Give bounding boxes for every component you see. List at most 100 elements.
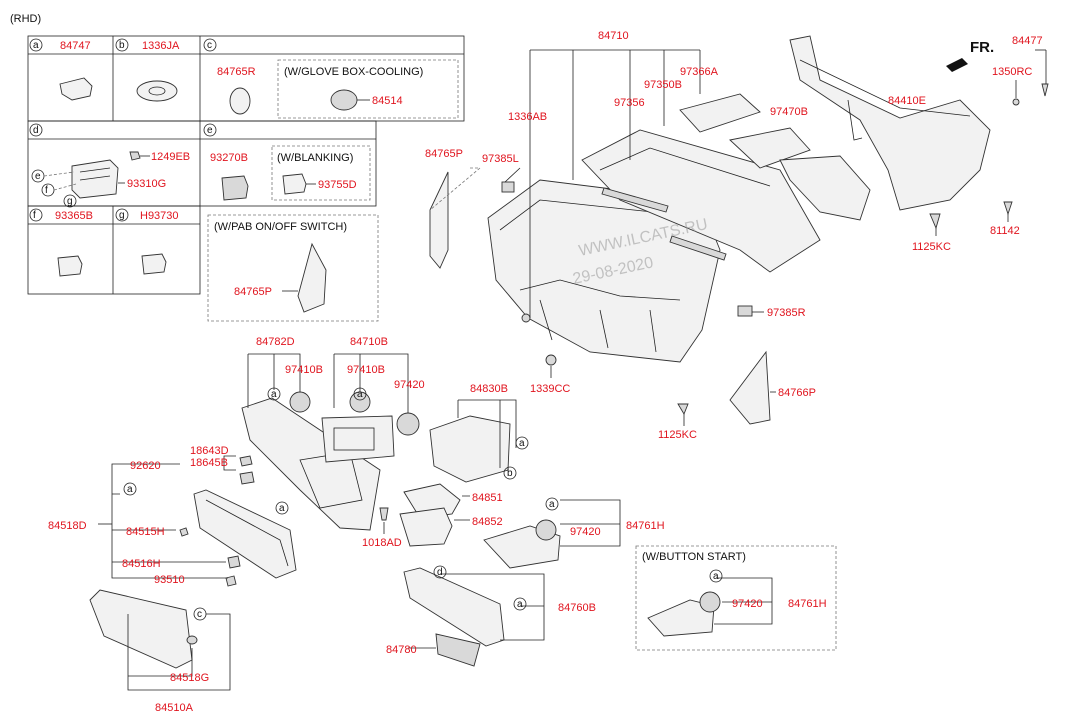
label-97356: 97356 <box>614 97 645 109</box>
label-97350B: 97350B <box>644 79 682 91</box>
part-84765P-pab: 84765P <box>234 286 272 298</box>
duct-right-shape <box>779 155 871 221</box>
option-button-start: (W/BUTTON START) <box>642 551 746 563</box>
cross-bar-shape <box>789 35 991 211</box>
label-93510: 93510 <box>154 574 185 586</box>
callout-a-8: a <box>713 571 719 582</box>
label-84766P: 84766P <box>778 387 816 399</box>
glove-box-84510A-shape <box>89 589 193 669</box>
label-1350RC: 1350RC <box>992 66 1032 78</box>
grommet-1339CC-shape <box>545 354 557 366</box>
part-84514: 84514 <box>372 95 403 107</box>
label-84830B: 84830B <box>470 383 508 395</box>
front-arrow-icon <box>946 58 968 72</box>
label-1336AB: 1336AB <box>508 111 547 123</box>
label-1125KC-a: 1125KC <box>912 241 951 253</box>
label-97420-a: 97420 <box>394 379 425 391</box>
cover-84765P-small-shape <box>297 242 327 313</box>
vent-97420-a-shape <box>396 412 420 436</box>
label-18645B: 18645B <box>190 457 228 469</box>
fascia-84782D-shape <box>241 397 381 531</box>
variant-label: (RHD) <box>10 13 41 25</box>
label-84780: 84780 <box>386 644 417 656</box>
part-H93730: H93730 <box>140 210 179 222</box>
label-84516H: 84516H <box>122 558 161 570</box>
sub-letter-f: f <box>45 185 48 196</box>
cell-letter-a: a <box>33 40 39 51</box>
cap-84765R-shape <box>229 87 251 115</box>
callout-a-7: a <box>517 599 523 610</box>
bezel-84761H-b-shape <box>647 599 715 637</box>
screw-1018AD-shape <box>379 507 389 521</box>
label-84518D: 84518D <box>48 520 87 532</box>
bolt-1125KC-a-shape <box>929 213 941 230</box>
label-84710: 84710 <box>598 30 629 42</box>
valve-84514-shape <box>330 89 358 111</box>
label-97385L: 97385L <box>482 153 519 165</box>
label-84851: 84851 <box>472 492 503 504</box>
label-84782D: 84782D <box>256 336 295 348</box>
screw-1249EB-shape <box>129 151 141 161</box>
cell-letter-b: b <box>119 40 125 51</box>
cell-letter-g: g <box>119 210 125 221</box>
main-dashboard-assembly <box>429 83 1049 425</box>
vent-97420-b-shape <box>535 519 557 541</box>
label-97366A: 97366A <box>680 66 719 78</box>
vent-97385R-shape <box>737 305 753 317</box>
label-18643D: 18643D <box>190 445 229 457</box>
duct-97470B-shape <box>729 127 811 169</box>
lower-assemblies <box>89 391 837 669</box>
label-81142: 81142 <box>990 225 1020 237</box>
callout-a-5: a <box>279 503 285 514</box>
callout-d-1: d <box>437 567 443 578</box>
panel-84760B-shape <box>403 567 505 647</box>
label-84477: 84477 <box>1012 35 1043 47</box>
part-84747: 84747 <box>60 40 91 52</box>
label-84761H-b: 84761H <box>788 598 827 610</box>
cover-84766P-shape <box>729 350 771 425</box>
front-label: FR. <box>970 39 994 56</box>
duct-97366A-shape <box>679 93 761 133</box>
label-84852: 84852 <box>472 516 503 528</box>
nozzle-2-shape <box>669 235 727 261</box>
bolt-84477-shape <box>1041 83 1049 97</box>
housing-84518D-shape <box>193 489 297 579</box>
callout-a-4: a <box>127 484 133 495</box>
label-84410E: 84410E <box>888 95 926 107</box>
nozzle-97356-shape <box>601 187 669 213</box>
front-direction-indicator: FR. <box>946 39 994 72</box>
vent-97385L-shape <box>501 181 515 193</box>
leader-lines-main <box>429 49 1047 426</box>
pad-84830B-shape <box>429 415 511 483</box>
clip-84515H-shape <box>179 527 189 537</box>
label-97410B-b: 97410B <box>347 364 385 376</box>
part-1336JA: 1336JA <box>142 40 180 52</box>
cell-letter-c: c <box>207 40 212 51</box>
center-panel-84710B-shape <box>321 415 395 463</box>
label-97420-b: 97420 <box>570 526 601 538</box>
callout-c-1: c <box>197 609 202 620</box>
label-84510A: 84510A <box>155 702 194 714</box>
callout-a-1: a <box>271 389 277 400</box>
grommet-84518G-shape <box>186 635 198 645</box>
blank-H93730-shape <box>141 253 167 275</box>
label-84710B: 84710B <box>350 336 388 348</box>
legend-table: a 84747 b 1336JA c 84765R (W/GLOVE BOX-C… <box>27 35 465 322</box>
bolt-1125KC-b-shape <box>677 403 689 416</box>
nut-1350RC-shape <box>1012 98 1020 106</box>
label-84761H-a: 84761H <box>626 520 665 532</box>
switch-93310G-shape <box>71 159 119 199</box>
cover-84852-shape <box>399 507 453 547</box>
sub-letter-e: e <box>35 171 41 182</box>
part-84765R: 84765R <box>217 66 256 78</box>
option-pab-switch: (W/PAB ON/OFF SWITCH) <box>214 221 347 233</box>
label-97420-c: 97420 <box>732 598 763 610</box>
grommet-1336AB-shape <box>521 313 531 323</box>
label-84518G: 84518G <box>170 672 209 684</box>
label-1125KC-b: 1125KC <box>658 429 697 441</box>
callout-a-6: a <box>549 499 555 510</box>
switch-93510-shape <box>225 575 237 587</box>
callout-b-1: b <box>507 468 513 479</box>
bolt-81142-shape <box>1003 201 1013 216</box>
